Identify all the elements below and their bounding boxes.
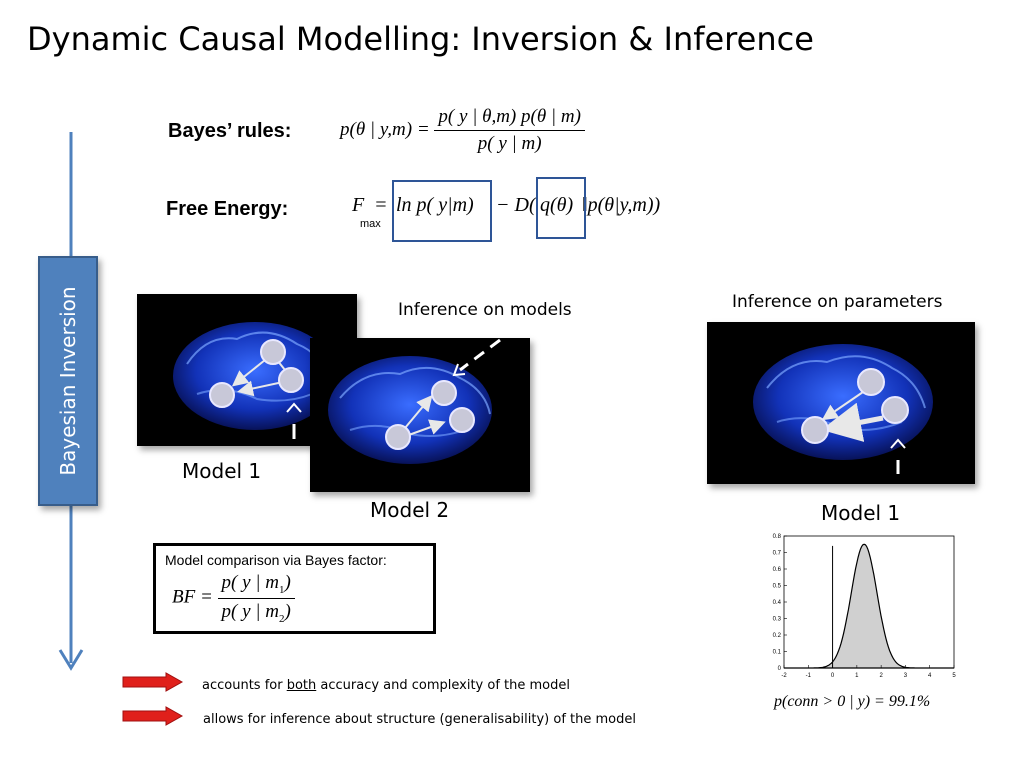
bayesian-inversion-label: Bayesian Inversion (56, 286, 80, 476)
posterior-probability-result: p(conn > 0 | y) = 99.1% (774, 693, 931, 710)
x-tick-label: 5 (952, 673, 956, 679)
brain-image (328, 338, 501, 464)
brain-image (753, 344, 933, 474)
bayesian-inversion-box: Bayesian Inversion (38, 256, 98, 506)
y-tick-label: 0.2 (773, 633, 782, 639)
parameter-brain-panel (707, 322, 975, 484)
x-tick-label: 4 (928, 673, 932, 679)
bayes-denominator: p( y | m) (477, 133, 542, 154)
bayes-rules-label: Bayes’ rules: (168, 120, 292, 142)
free-energy-q: q(θ) (540, 194, 574, 216)
bullet-1-pre: accounts for (202, 678, 287, 693)
bullet-1-post: accuracy and complexity of the model (316, 678, 570, 693)
x-tick-label: 3 (904, 673, 908, 679)
bullet-structure-inference: allows for inference about structure (ge… (203, 712, 636, 727)
y-tick-label: 0.7 (773, 551, 782, 557)
y-tick-label: 0.6 (773, 567, 782, 573)
bullet-1-underline: both (286, 678, 317, 693)
y-tick-label: 0.8 (773, 534, 782, 540)
q-highlight-box (536, 177, 586, 239)
free-energy-F: F (352, 194, 365, 216)
y-tick-label: 0.3 (773, 617, 782, 623)
free-energy-minus-divergence: − D( (496, 194, 536, 216)
model-2-caption: Model 2 (370, 498, 450, 522)
bayes-factor-denominator: p( y | m2) (218, 599, 295, 625)
inference-on-parameters-heading: Inference on parameters (732, 292, 943, 312)
brain-image (173, 322, 337, 439)
y-tick-label: 0.4 (773, 600, 782, 606)
bf-num-sub: 1 (279, 583, 285, 596)
x-tick-label: 2 (879, 673, 883, 679)
posterior-density-chart: -2 -1 0 1 2 3 4 5 0 0.1 0.2 0.3 0.4 0.5 0.6 0.7 0.8 (773, 534, 957, 679)
bayes-numerator: p( y | θ,m) p(θ | m) (434, 106, 585, 131)
x-tick-label: 0 (831, 673, 835, 679)
bayes-factor-fraction: p( y | m1) p( y | m2) (217, 572, 295, 625)
model-2-brain-panel (310, 338, 530, 492)
bayes-lhs: p(θ | y,m) = (340, 118, 430, 140)
parameter-model-caption: Model 1 (821, 501, 901, 525)
y-tick-label: 0.5 (773, 584, 782, 590)
bayes-factor-label: Model comparison via Bayes factor: (165, 552, 387, 568)
x-tick-label: -1 (806, 673, 812, 679)
bf-den-text: p( y | m (221, 600, 280, 622)
bayes-rule-equation: p(θ | y,m) = p( y | θ,m) p(θ | m) p( y |… (340, 106, 585, 155)
bayes-factor-equation: BF = p( y | m1) p( y | m2) (172, 572, 295, 625)
density-curve (784, 543, 954, 669)
free-energy-label: Free Energy: (166, 198, 289, 220)
x-tick-label: 1 (855, 673, 859, 679)
log-evidence-highlight-box (392, 180, 492, 242)
bullet-accuracy-complexity: accounts for both accuracy and complexit… (202, 678, 570, 693)
inference-on-models-heading: Inference on models (398, 300, 572, 320)
bf-num-text: p( y | m (221, 572, 280, 593)
red-arrow-icon (122, 672, 184, 692)
y-tick-label: 0 (778, 666, 782, 672)
bayes-factor-lhs: BF = (172, 586, 213, 608)
model-1-brain-panel (137, 294, 357, 446)
bayes-factor-box: Model comparison via Bayes factor: BF = … (153, 543, 436, 634)
bf-den-close: ) (284, 600, 291, 622)
model-1-caption: Model 1 (182, 459, 262, 483)
free-energy-posterior: ‖p(θ|y,m)) (582, 194, 661, 216)
red-arrow-icon (122, 706, 184, 726)
free-energy-max: max (360, 218, 381, 230)
free-energy-equals: = (374, 194, 388, 216)
x-tick-label: -2 (781, 673, 787, 679)
free-energy-log-evidence: ln p( y|m) (396, 194, 474, 216)
bf-den-sub: 2 (279, 612, 285, 625)
bayes-fraction: p( y | θ,m) p(θ | m) p( y | m) (434, 106, 585, 155)
bayes-factor-numerator: p( y | m1) (217, 572, 295, 599)
bf-num-close: ) (284, 572, 291, 593)
page-title: Dynamic Causal Modelling: Inversion & In… (27, 20, 814, 58)
y-tick-label: 0.1 (773, 650, 782, 656)
